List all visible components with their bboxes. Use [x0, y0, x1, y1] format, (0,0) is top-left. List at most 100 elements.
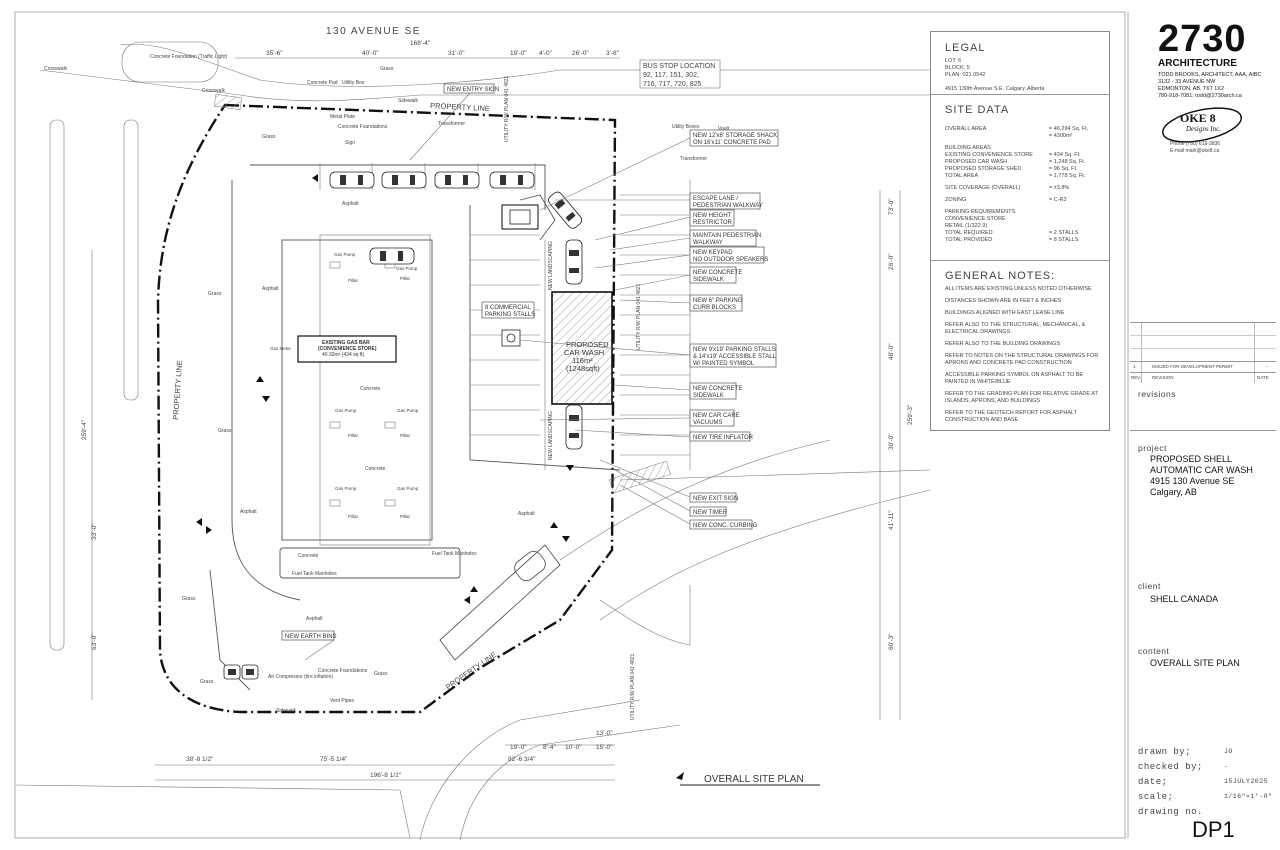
- svg-text:Pillar: Pillar: [400, 276, 411, 281]
- svg-text:NEW CAR CARE: NEW CAR CARE: [693, 413, 740, 419]
- svg-text:Grass: Grass: [380, 66, 394, 72]
- gas-bar-label: EXISTING GAS BAR: [322, 340, 370, 346]
- svg-text:41'-11": 41'-11": [888, 510, 895, 530]
- svg-text:VACUUMS: VACUUMS: [693, 420, 723, 426]
- svg-text:NEW KEYPAD: NEW KEYPAD: [693, 250, 733, 256]
- svg-text:48'-0": 48'-0": [888, 343, 895, 360]
- svg-text:WALKWAY: WALKWAY: [693, 240, 723, 246]
- svg-text:Transformer: Transformer: [680, 156, 707, 162]
- svg-text:Grass: Grass: [218, 428, 232, 434]
- svg-text:NEW TIRE INFLATOR: NEW TIRE INFLATOR: [693, 435, 754, 441]
- svg-text:& 14'x19' ACCESSIBLE STALL: & 14'x19' ACCESSIBLE STALL: [693, 354, 777, 360]
- site-data-row: ZONING= C-R3: [945, 197, 1067, 203]
- svg-text:8'-4": 8'-4": [543, 744, 557, 751]
- svg-text:Grass: Grass: [200, 679, 214, 685]
- title-block: 2730 ARCHITECTURE TODD BROOKS, ARCHITECT…: [1130, 12, 1278, 842]
- svg-text:UTILITY R/W PLAN 041 4821: UTILITY R/W PLAN 041 4821: [630, 653, 636, 720]
- meta-row: checked by;-: [1138, 762, 1229, 772]
- general-note: BUILDINGS ALIGNED WITH EAST LEASE LINE: [945, 310, 1065, 316]
- content-name: OVERALL SITE PLAN: [1150, 658, 1240, 668]
- svg-text:Transformer: Transformer: [438, 121, 465, 127]
- general-note: REFER TO THE GRADING PLAN FOR RELATIVE G…: [945, 391, 1098, 404]
- svg-text:35'-6": 35'-6": [266, 50, 283, 57]
- street-name: 130 AVENUE SE: [326, 26, 421, 37]
- svg-text:UTILITY R/W PLAN 041 4821: UTILITY R/W PLAN 041 4821: [504, 75, 510, 142]
- svg-text:Pillar: Pillar: [400, 514, 411, 519]
- plan-value: 021 0542: [962, 72, 986, 78]
- svg-text:168'-4": 168'-4": [410, 40, 431, 47]
- gas-bar-sublabel: (CONVENIENCE STORE): [318, 346, 377, 352]
- drawing-number: DP1: [1192, 817, 1235, 842]
- svg-text:PROPERTY LINE: PROPERTY LINE: [430, 101, 490, 113]
- revisions-label: revisions: [1138, 389, 1177, 399]
- callouts: NEW 12'x8' STORAGE SHACK ON 16'x11' CONC…: [281, 83, 779, 641]
- svg-text:Pillar: Pillar: [348, 278, 359, 283]
- car-wash-label-1: PROPOSED: [566, 340, 609, 349]
- left-edge-strip: [2, 820, 10, 830]
- oke8-logo-icon: [1161, 107, 1243, 143]
- svg-text:73'-0": 73'-0": [888, 198, 895, 215]
- svg-text:3'-8": 3'-8": [606, 50, 620, 57]
- general-note: REFER ALSO TO THE BUILDING DRAWINGS: [945, 341, 1061, 347]
- gas-bar-area: 40.32m² (434 sq ft): [322, 352, 365, 358]
- general-note: REFER ALSO TO THE STRUCTURAL, MECHANICAL…: [945, 322, 1086, 335]
- svg-text:19'-0": 19'-0": [510, 50, 527, 57]
- svg-text:NEW EARTH BINS: NEW EARTH BINS: [285, 634, 337, 640]
- svg-text:Asphalt: Asphalt: [262, 286, 279, 292]
- view-title: OVERALL SITE PLAN: [704, 774, 804, 785]
- lot-value: 6: [958, 58, 962, 64]
- general-note: REFER TO NOTES ON THE STRUCTURAL DRAWING…: [945, 353, 1099, 366]
- svg-text:Air Compressor (tire inflation: Air Compressor (tire inflation): [268, 674, 333, 680]
- svg-text:Vault: Vault: [718, 126, 730, 132]
- svg-text:259'-4": 259'-4": [81, 419, 88, 440]
- site-data-heading: SITE DATA: [945, 104, 1010, 116]
- svg-text:Gas Pump: Gas Pump: [335, 408, 357, 413]
- site-data-row: CONVENIENCE STORE: [945, 216, 1006, 222]
- svg-text:15'-0": 15'-0": [596, 744, 613, 751]
- site-data-row: TOTAL PROVIDED= 8 STALLS: [945, 237, 1079, 243]
- cars: [223, 171, 583, 680]
- svg-text:Pillar: Pillar: [400, 433, 411, 438]
- svg-text:259'-3": 259'-3": [907, 404, 914, 425]
- svg-text:Sidewalk: Sidewalk: [398, 98, 419, 104]
- site-data-row: EXISTING CONVENIENCE STORE= 434 Sq. Ft.: [945, 152, 1081, 158]
- svg-text:UTILITY R/W PLAN 041 4821: UTILITY R/W PLAN 041 4821: [636, 283, 642, 350]
- firm-name: ARCHITECTURE: [1158, 58, 1237, 69]
- svg-text:92, 117, 151, 302,: 92, 117, 151, 302,: [643, 72, 699, 79]
- svg-text:MAINTAIN PEDESTRIAN: MAINTAIN PEDESTRIAN: [693, 233, 761, 239]
- svg-text:Gas Pump: Gas Pump: [335, 486, 357, 491]
- svg-text:4'-0": 4'-0": [539, 50, 553, 57]
- svg-text:PEDESTRIAN WALKWAY: PEDESTRIAN WALKWAY: [693, 203, 763, 209]
- svg-text:31'-0": 31'-0": [448, 50, 465, 57]
- svg-text:Concrete Foundations: Concrete Foundations: [338, 124, 388, 130]
- site-data-row: PARKING REQUIREMENTS: [945, 209, 1016, 215]
- svg-text:Asphalt: Asphalt: [306, 616, 323, 622]
- svg-text:75'-5 1/4": 75'-5 1/4": [320, 756, 348, 763]
- svg-text:Pillar: Pillar: [348, 433, 359, 438]
- client-name: SHELL CANADA: [1150, 594, 1219, 604]
- general-note: ALL ITEMS ARE EXISTING UNLESS NOTED OTHE…: [945, 286, 1092, 292]
- svg-text:Concrete: Concrete: [298, 553, 319, 559]
- svg-text:NEW 12'x8' STORAGE SHACK: NEW 12'x8' STORAGE SHACK: [693, 133, 777, 139]
- svg-text:Pillar: Pillar: [348, 514, 359, 519]
- general-notes: ALL ITEMS ARE EXISTING UNLESS NOTED OTHE…: [945, 286, 1105, 429]
- project-info: PROPOSED SHELL AUTOMATIC CAR WASH 4915 1…: [1150, 454, 1253, 497]
- site-data-row: OVERALL AREA= 46,294 Sq. Ft.: [945, 126, 1089, 132]
- svg-text:Utility Boxes: Utility Boxes: [672, 124, 700, 130]
- car-wash-label-2: CAR WASH: [564, 348, 604, 357]
- svg-text:196'-8 1/2": 196'-8 1/2": [370, 772, 402, 779]
- meta-row: drawn by;JO: [1138, 747, 1233, 757]
- svg-text:Concrete: Concrete: [365, 466, 386, 472]
- svg-text:38'-8 1/2": 38'-8 1/2": [186, 756, 214, 763]
- firm-number: 2730: [1158, 18, 1247, 60]
- svg-text:13'-0": 13'-0": [596, 730, 613, 737]
- svg-text:Utility Box: Utility Box: [342, 80, 365, 86]
- site-data-row: TOTAL REQUIRED= 2 STALLS: [945, 230, 1079, 236]
- general-note: DISTANCES SHOWN ARE IN FEET & INCHES: [945, 298, 1062, 304]
- svg-text:NEW 9'x19' PARKING STALLS: NEW 9'x19' PARKING STALLS: [693, 347, 776, 353]
- general-note: REFER TO THE GEOTECH REPORT FOR ASPHALT …: [945, 410, 1077, 423]
- svg-text:ESCAPE LANE /: ESCAPE LANE /: [693, 196, 738, 202]
- svg-text:NEW HEIGHT: NEW HEIGHT: [693, 213, 732, 219]
